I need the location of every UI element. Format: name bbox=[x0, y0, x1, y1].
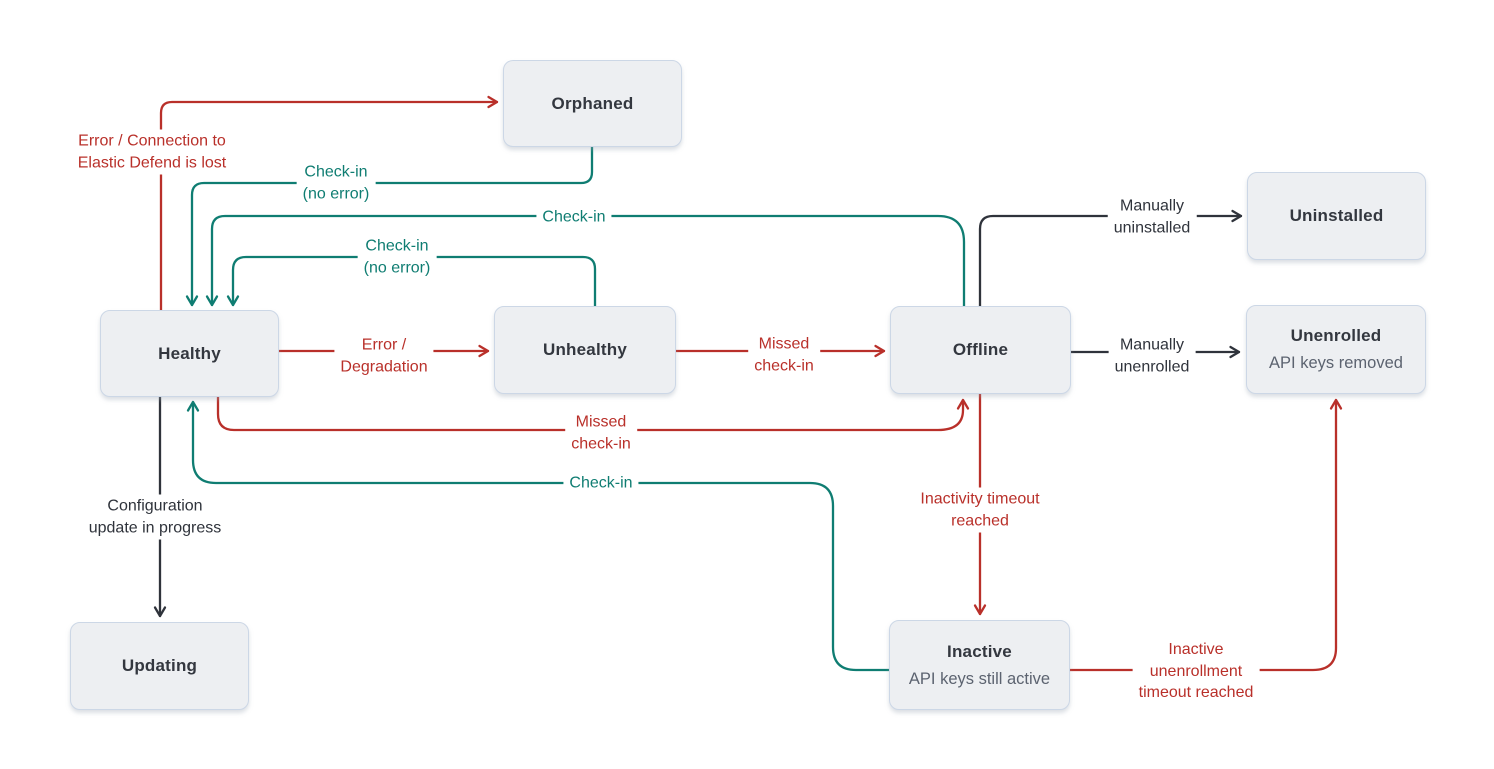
node-uninstalled-title: Uninstalled bbox=[1289, 206, 1384, 225]
node-healthy-title: Healthy bbox=[158, 343, 221, 363]
edge-inactive-to-unenrolled bbox=[1068, 398, 1343, 672]
node-healthy: Healthy bbox=[100, 310, 279, 397]
node-unenrolled-subtitle: API keys removed bbox=[1269, 354, 1403, 372]
node-unenrolled: Unenrolled API keys removed bbox=[1246, 305, 1426, 394]
node-orphaned: Orphaned bbox=[503, 60, 682, 147]
edge-label-manually-unenrolled: Manually unenrolled bbox=[1108, 333, 1196, 379]
edge-label-manually-uninstalled: Manually uninstalled bbox=[1107, 194, 1197, 240]
node-offline-title: Offline bbox=[952, 340, 1009, 359]
node-inactive-subtitle: API keys still active bbox=[908, 669, 1051, 688]
node-uninstalled: Uninstalled bbox=[1247, 172, 1426, 260]
edge-orphaned-to-healthy bbox=[185, 145, 594, 307]
edge-label-checkin-no-error-unhealthy: Check-in (no error) bbox=[357, 234, 437, 280]
edge-label-configuration-update: Configuration update in progress bbox=[82, 494, 228, 540]
node-updating: Updating bbox=[70, 622, 249, 710]
node-updating-title: Updating bbox=[121, 656, 198, 675]
node-orphaned-title: Orphaned bbox=[551, 93, 634, 113]
edge-healthy-to-orphaned bbox=[159, 95, 499, 312]
edge-label-checkin-inactive: Check-in bbox=[563, 471, 639, 495]
edge-inactive-to-healthy bbox=[186, 400, 892, 672]
node-inactive-title: Inactive bbox=[947, 641, 1012, 661]
node-inactive: Inactive API keys still active bbox=[889, 620, 1070, 710]
edge-label-checkin-no-error-orphaned: Check-in (no error) bbox=[296, 160, 376, 206]
edge-label-error-degradation: Error / Degradation bbox=[334, 333, 434, 379]
edge-label-missed-checkin-upper: Missed check-in bbox=[748, 332, 820, 378]
edge-offline-to-healthy bbox=[205, 214, 966, 308]
edge-label-checkin-offline: Check-in bbox=[536, 205, 612, 229]
node-unenrolled-title: Unenrolled bbox=[1290, 326, 1382, 345]
edge-offline-to-uninstalled bbox=[978, 209, 1243, 308]
edge-label-error-connection-lost: Error / Connection to Elastic Defend is … bbox=[71, 129, 233, 175]
node-unhealthy-title: Unhealthy bbox=[543, 340, 627, 359]
node-offline: Offline bbox=[890, 306, 1071, 394]
edge-label-inactivity-timeout: Inactivity timeout reached bbox=[914, 487, 1046, 533]
node-unhealthy: Unhealthy bbox=[494, 306, 676, 394]
edge-label-missed-checkin-lower: Missed check-in bbox=[565, 410, 637, 456]
edge-label-inactive-unenrollment-timeout: Inactive unenrollment timeout reached bbox=[1132, 637, 1260, 705]
